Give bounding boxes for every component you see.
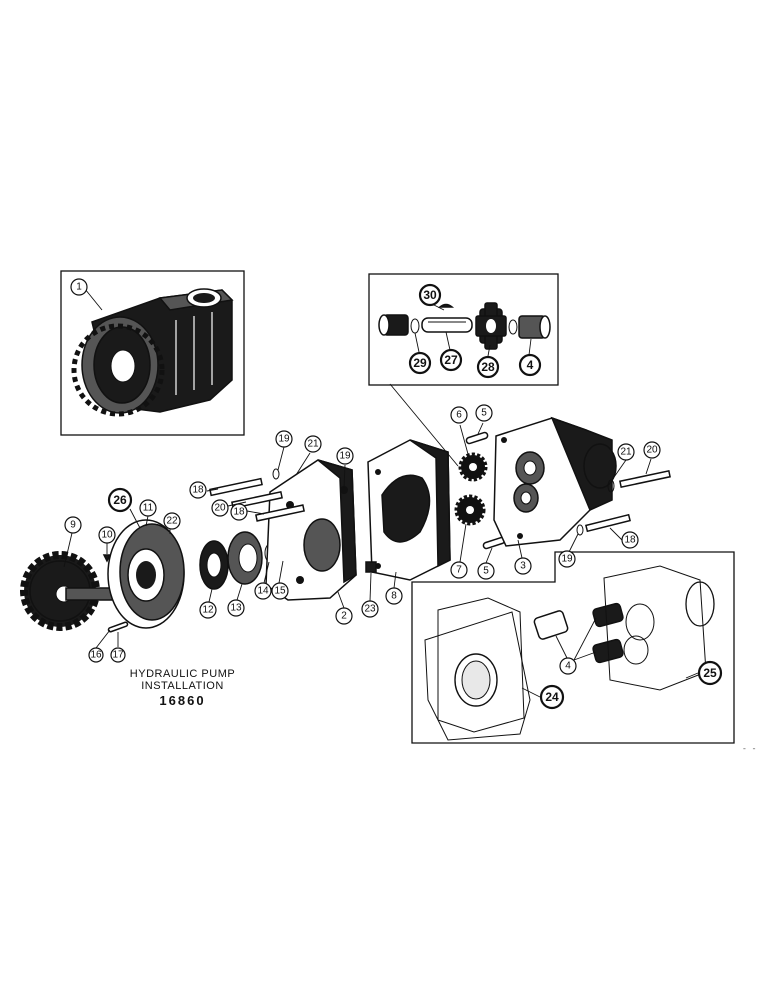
callout-30: 30 bbox=[418, 283, 442, 307]
svg-text:17: 17 bbox=[112, 650, 124, 661]
bolts-and-washers bbox=[209, 468, 671, 536]
callout-20b: 20 bbox=[211, 499, 229, 517]
svg-text:27: 27 bbox=[444, 353, 458, 367]
svg-text:13: 13 bbox=[230, 603, 242, 614]
svg-text:9: 9 bbox=[70, 520, 76, 531]
corner-mark: - - bbox=[742, 745, 757, 754]
callout-11: 11 bbox=[139, 499, 157, 517]
callout-13: 13 bbox=[227, 599, 245, 617]
leader-lines bbox=[63, 422, 652, 649]
svg-text:1: 1 bbox=[76, 282, 82, 293]
callout-9: 9 bbox=[64, 516, 82, 534]
callout-14: 14 bbox=[254, 582, 272, 600]
svg-text:21: 21 bbox=[620, 447, 632, 458]
svg-text:8: 8 bbox=[391, 591, 397, 602]
svg-text:19: 19 bbox=[339, 451, 351, 462]
svg-text:19: 19 bbox=[278, 434, 290, 445]
svg-text:3: 3 bbox=[520, 561, 526, 572]
svg-text:22: 22 bbox=[166, 516, 178, 527]
callout-6: 6 bbox=[450, 406, 468, 424]
svg-text:5: 5 bbox=[481, 408, 487, 419]
callout-16: 16 bbox=[88, 647, 104, 663]
svg-text:24: 24 bbox=[545, 690, 559, 704]
svg-text:14: 14 bbox=[257, 586, 269, 597]
caption-title: HYDRAULIC PUMP INSTALLATION bbox=[129, 668, 236, 692]
callout-25: 25 bbox=[697, 660, 723, 686]
callout-18b: 18 bbox=[230, 503, 248, 521]
callout-28: 28 bbox=[476, 355, 500, 379]
main-exploded-view bbox=[20, 416, 671, 633]
svg-text:15: 15 bbox=[274, 586, 286, 597]
diagram-caption: HYDRAULIC PUMP INSTALLATION 16860 bbox=[95, 668, 270, 708]
callout-18a: 18 bbox=[189, 481, 207, 499]
callout-20a: 20 bbox=[643, 441, 661, 459]
callout-18c: 18 bbox=[621, 531, 639, 549]
svg-text:18: 18 bbox=[233, 507, 245, 518]
callout-7: 7 bbox=[450, 561, 468, 579]
callout-19c: 19 bbox=[558, 550, 576, 568]
callout-21b: 21 bbox=[617, 443, 635, 461]
rear-housing bbox=[493, 416, 617, 547]
svg-text:20: 20 bbox=[214, 503, 226, 514]
svg-text:5: 5 bbox=[483, 566, 489, 577]
svg-text:16: 16 bbox=[90, 650, 102, 661]
svg-text:2: 2 bbox=[341, 611, 347, 622]
pump-body bbox=[367, 439, 451, 581]
callout-19a: 19 bbox=[275, 430, 293, 448]
callout-5a: 5 bbox=[475, 404, 493, 422]
svg-text:20: 20 bbox=[646, 445, 658, 456]
svg-text:30: 30 bbox=[423, 288, 437, 302]
callout-12: 12 bbox=[199, 601, 217, 619]
svg-text:19: 19 bbox=[561, 554, 573, 565]
callout-17: 17 bbox=[110, 647, 126, 663]
callout-5b: 5 bbox=[477, 562, 495, 580]
callout-26: 26 bbox=[107, 487, 133, 513]
seal-and-bearing bbox=[199, 531, 263, 590]
svg-text:28: 28 bbox=[481, 360, 495, 374]
drive-gear bbox=[20, 551, 119, 631]
svg-text:21: 21 bbox=[307, 439, 319, 450]
svg-text:18: 18 bbox=[192, 485, 204, 496]
callout-21a: 21 bbox=[304, 435, 322, 453]
callout-10: 10 bbox=[98, 526, 116, 544]
svg-text:29: 29 bbox=[413, 356, 427, 370]
mounting-flange bbox=[107, 519, 185, 629]
svg-text:18: 18 bbox=[624, 535, 636, 546]
callout-19b: 19 bbox=[336, 447, 354, 465]
pump-gears bbox=[454, 452, 488, 526]
callout-3: 3 bbox=[514, 557, 532, 575]
callout-27: 27 bbox=[439, 348, 463, 372]
svg-text:4: 4 bbox=[527, 358, 534, 372]
svg-text:25: 25 bbox=[703, 666, 717, 680]
svg-text:26: 26 bbox=[113, 493, 127, 507]
callout-22: 22 bbox=[163, 512, 181, 530]
callout-4a: 4 bbox=[518, 353, 542, 377]
svg-text:7: 7 bbox=[456, 565, 462, 576]
shaft-gear-inset bbox=[368, 273, 559, 467]
caption-code: 16860 bbox=[159, 693, 206, 708]
callout-24: 24 bbox=[539, 684, 565, 710]
svg-text:12: 12 bbox=[202, 605, 214, 616]
svg-text:4: 4 bbox=[565, 661, 571, 672]
svg-text:6: 6 bbox=[456, 410, 462, 421]
callout-29: 29 bbox=[408, 351, 432, 375]
callout-15: 15 bbox=[271, 582, 289, 600]
svg-text:11: 11 bbox=[143, 503, 154, 514]
callout-8: 8 bbox=[385, 587, 403, 605]
front-cover bbox=[265, 459, 357, 601]
housing-inset bbox=[411, 551, 735, 744]
callout-2: 2 bbox=[335, 607, 353, 625]
callout-23: 23 bbox=[361, 600, 379, 618]
callout-4b: 4 bbox=[559, 657, 577, 675]
callout-1: 1 bbox=[70, 278, 88, 296]
svg-text:10: 10 bbox=[101, 530, 113, 541]
assembled-pump-inset bbox=[60, 270, 245, 436]
svg-text:23: 23 bbox=[364, 604, 376, 615]
